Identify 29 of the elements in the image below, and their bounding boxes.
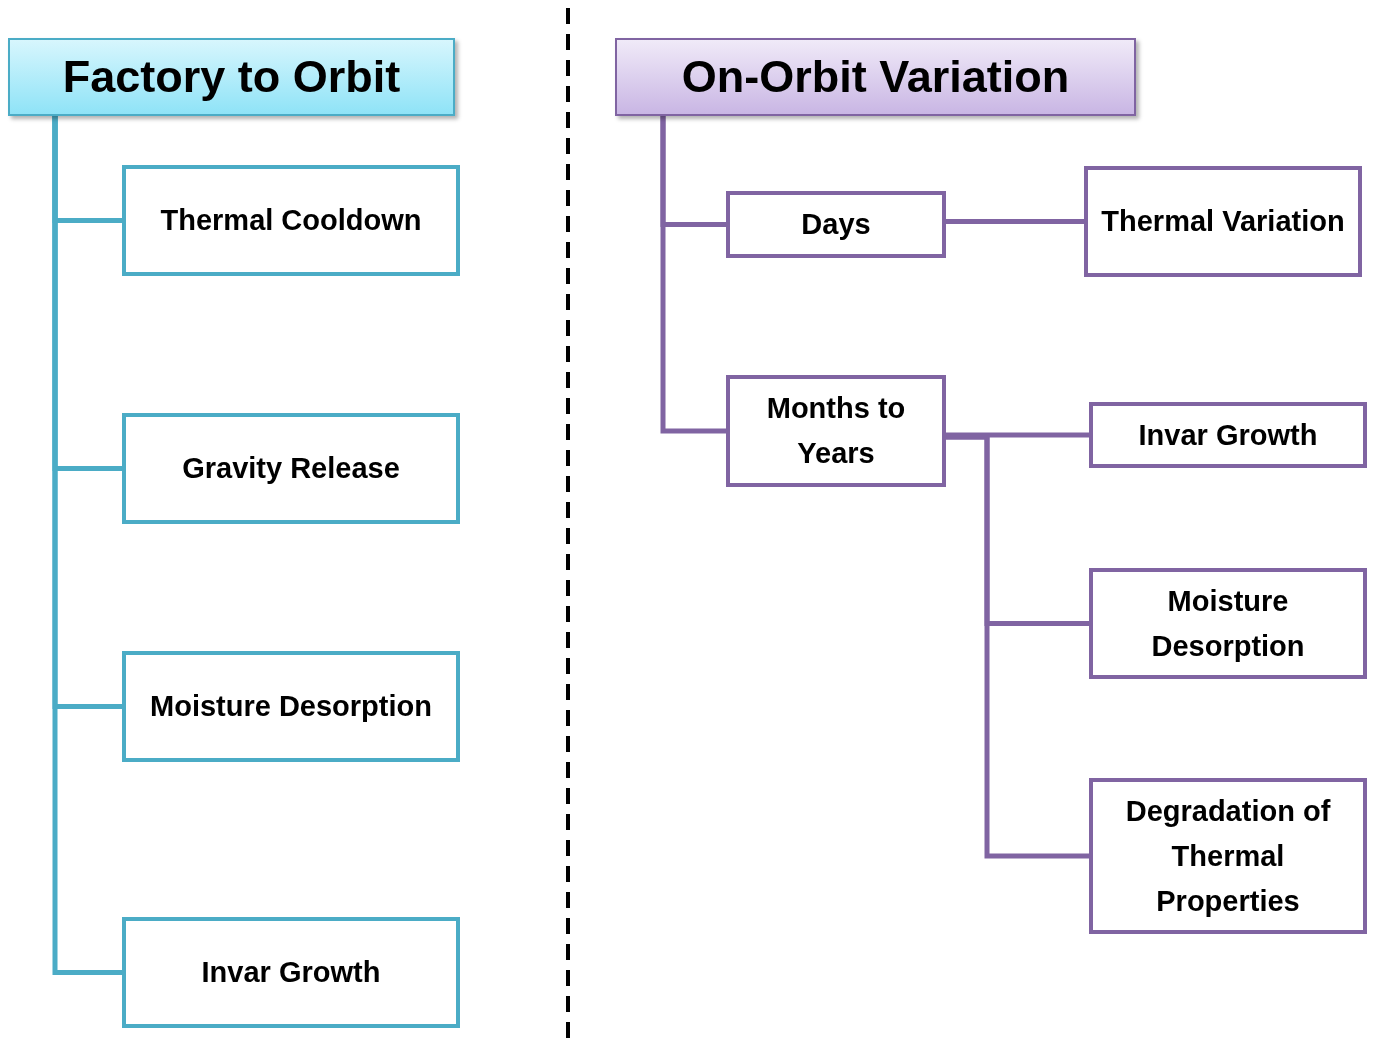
process-box [122,651,460,762]
node-label: Gravity Release [182,451,400,486]
process-box [726,191,946,258]
title-banner [615,38,1136,116]
connector-line [946,432,1089,438]
node-label: Thermal Cooldown [160,203,422,238]
node-label: Moisture Desorption [1150,583,1306,664]
process-box [122,413,460,524]
process-box [1089,778,1367,934]
process-box [1089,568,1367,679]
connector-line [946,434,1089,859]
node-label: Moisture Desorption [150,689,432,724]
connector-line [946,219,1084,224]
node-label: Months to Years [765,391,907,471]
title-banner [8,38,455,116]
process-box [1089,402,1367,468]
process-box [726,375,946,487]
process-box [1084,166,1362,277]
node-label: On-Orbit Variation [681,52,1070,102]
connector-line [52,116,122,975]
node-label: Invar Growth [1138,417,1318,453]
connector-line [660,116,726,434]
node-label: Invar Growth [201,955,381,990]
node-label: Days [801,207,871,242]
node-label: Degradation of Thermal Properties [1124,793,1332,919]
process-box [122,165,460,276]
process-box [122,917,460,1028]
node-label: Thermal Variation [1101,204,1345,239]
node-label: Factory to Orbit [62,52,401,102]
